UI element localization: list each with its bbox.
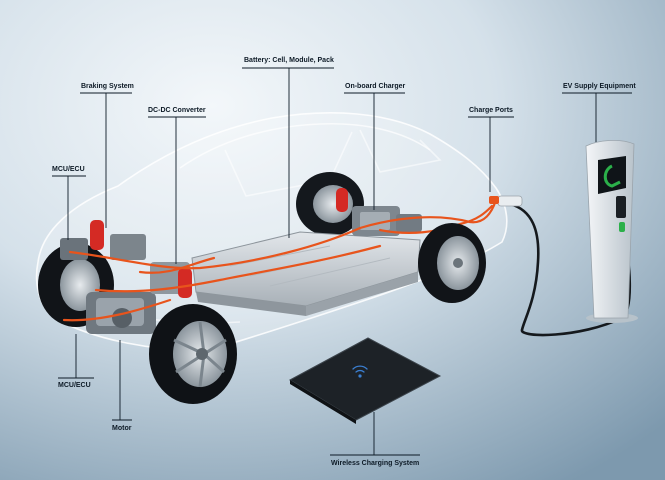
wireless-charging-pad bbox=[288, 337, 442, 424]
front-right-wheel bbox=[149, 304, 237, 404]
charge-plug bbox=[497, 195, 523, 207]
label-charge-ports: Charge Ports bbox=[469, 107, 513, 114]
ev-supply-equipment bbox=[585, 140, 638, 323]
label-ev-supply-equipment: EV Supply Equipment bbox=[563, 83, 636, 90]
label-mcu-ecu-bottom: MCU/ECU bbox=[58, 382, 91, 389]
rear-left-wheel bbox=[418, 223, 486, 303]
label-braking-system: Braking System bbox=[81, 83, 134, 90]
label-dcdc-converter: DC-DC Converter bbox=[148, 107, 206, 114]
label-onboard-charger: On-board Charger bbox=[345, 83, 406, 90]
evse-logo bbox=[603, 164, 621, 188]
label-motor: Motor bbox=[112, 425, 132, 432]
mcu-unit bbox=[60, 238, 88, 260]
evse-screen bbox=[598, 156, 626, 194]
high-voltage-wiring bbox=[62, 198, 498, 322]
leader-lines bbox=[52, 67, 632, 456]
label-battery: Battery: Cell, Module, Pack bbox=[244, 57, 334, 64]
wifi-icon bbox=[352, 365, 368, 378]
label-wireless-charging: Wireless Charging System bbox=[331, 460, 420, 467]
evse-holster bbox=[616, 196, 626, 218]
label-mcu-ecu-top: MCU/ECU bbox=[52, 166, 85, 173]
suspension-springs bbox=[90, 188, 348, 298]
charge-port bbox=[489, 196, 499, 204]
